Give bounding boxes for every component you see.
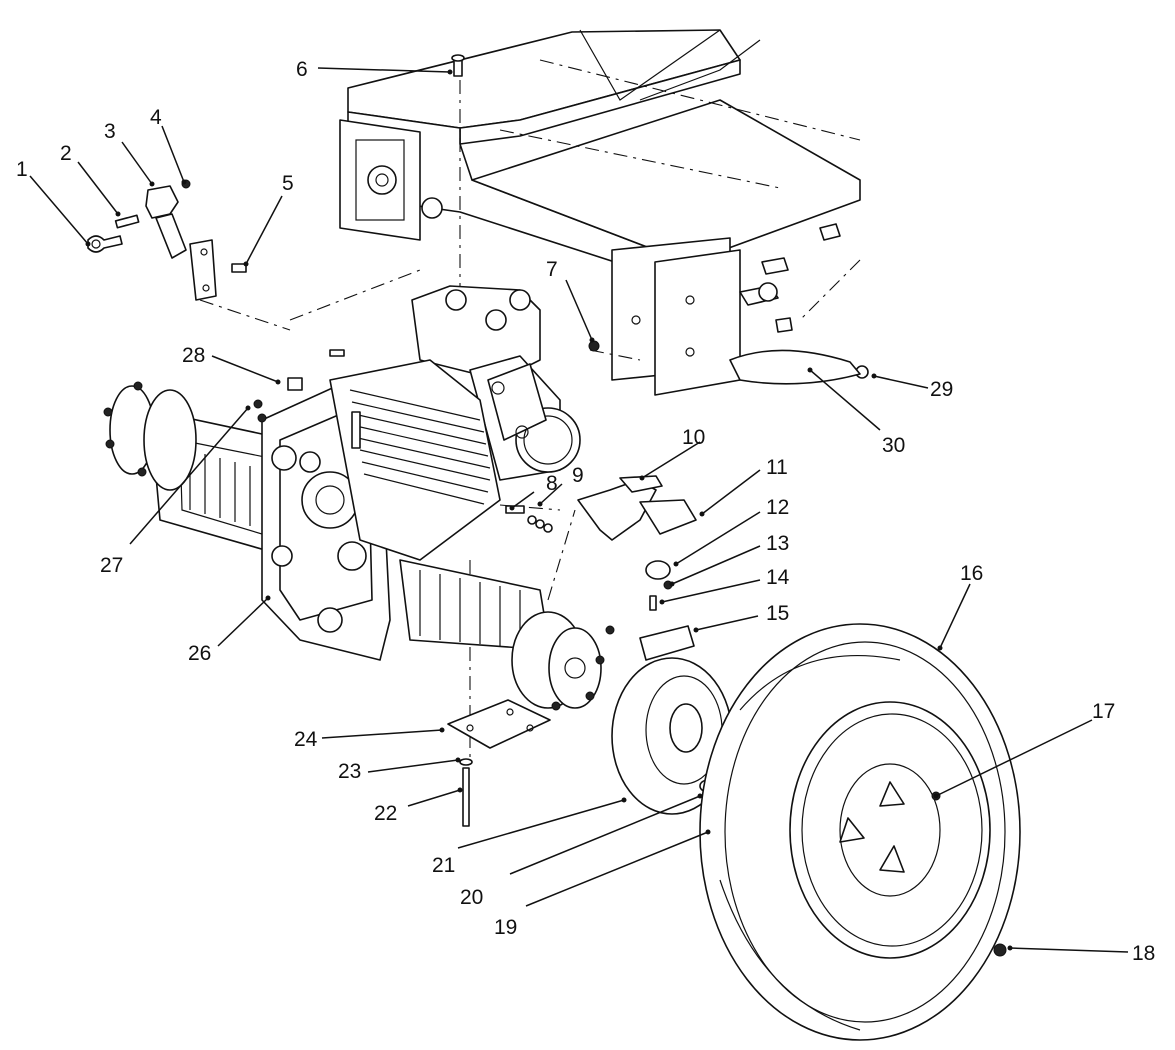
callout-9: 9 (572, 464, 584, 487)
callout-17: 17 (1092, 700, 1115, 723)
callout-12: 12 (766, 496, 789, 519)
small-hardware (253, 54, 869, 533)
callout-labels: 1 2 3 4 5 6 7 8 9 10 11 12 13 14 15 16 1… (16, 58, 1155, 965)
callout-29: 29 (930, 378, 953, 401)
callout-19: 19 (494, 916, 517, 939)
callout-15: 15 (766, 602, 789, 625)
callout-22: 22 (374, 802, 397, 825)
callout-27: 27 (100, 554, 123, 577)
callout-2: 2 (60, 142, 72, 165)
callout-4: 4 (150, 106, 162, 129)
brake-disc (611, 657, 750, 815)
callout-7: 7 (546, 258, 558, 281)
callout-10: 10 (682, 426, 705, 449)
callout-23: 23 (338, 760, 361, 783)
callout-26: 26 (188, 642, 211, 665)
callout-30: 30 (882, 434, 905, 457)
callout-1: 1 (16, 158, 28, 181)
callout-6: 6 (296, 58, 308, 81)
callout-16: 16 (960, 562, 983, 585)
callout-5: 5 (282, 172, 294, 195)
callout-28: 28 (182, 344, 205, 367)
frame-assembly (339, 29, 861, 396)
hydrostatic-pump (411, 285, 581, 481)
callout-20: 20 (460, 886, 483, 909)
tire-and-wheel (699, 623, 1021, 1041)
callout-3: 3 (104, 120, 116, 143)
callout-21: 21 (432, 854, 455, 877)
callout-dots (85, 69, 1013, 951)
transaxle (103, 359, 615, 711)
brake-parts (577, 475, 697, 661)
callout-13: 13 (766, 532, 789, 555)
callout-11: 11 (766, 456, 788, 479)
mount-plate (447, 699, 551, 827)
callout-14: 14 (766, 566, 790, 589)
callout-24: 24 (294, 728, 318, 751)
callout-8: 8 (546, 472, 558, 495)
rear-shield (729, 349, 861, 385)
callout-leaders (29, 67, 1129, 953)
bracket-parts (87, 179, 247, 301)
callout-18: 18 (1132, 942, 1155, 965)
